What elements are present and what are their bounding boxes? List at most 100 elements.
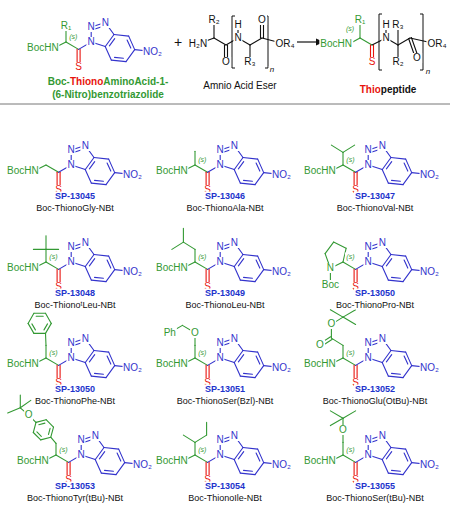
bond bbox=[255, 463, 264, 475]
bond bbox=[392, 470, 401, 472]
caption-part: peptide bbox=[381, 84, 417, 95]
compound-code: SP-13052 bbox=[354, 385, 396, 394]
atom-label: N bbox=[230, 431, 239, 441]
bond bbox=[85, 267, 91, 281]
atom-label: N bbox=[216, 353, 225, 363]
bond bbox=[382, 255, 391, 267]
bond bbox=[99, 452, 104, 459]
bond bbox=[404, 163, 408, 171]
atom-label: N bbox=[230, 334, 239, 344]
compound-code: SP-13049 bbox=[204, 289, 246, 298]
atom-label: N bbox=[67, 257, 76, 267]
bond bbox=[94, 255, 109, 257]
bond bbox=[388, 280, 403, 282]
atom-label: H₂N bbox=[188, 39, 208, 49]
atom-label: BocHN bbox=[303, 359, 337, 369]
bond bbox=[85, 158, 94, 170]
atom-label: O bbox=[257, 15, 267, 25]
bond bbox=[91, 280, 106, 282]
atom-label: N bbox=[233, 33, 242, 43]
atom-label: BocHN bbox=[303, 166, 337, 176]
bond bbox=[392, 373, 401, 375]
bond bbox=[256, 260, 260, 268]
bond bbox=[243, 351, 258, 353]
bond bbox=[244, 180, 253, 182]
atom-label: OR₄ bbox=[426, 39, 447, 49]
atom-label: NO₂ bbox=[122, 170, 143, 180]
bond bbox=[45, 333, 47, 345]
bond bbox=[95, 277, 104, 279]
bond bbox=[34, 333, 46, 334]
atom-label: BocHN bbox=[155, 359, 189, 369]
caption-line: Thiopeptide bbox=[360, 80, 417, 96]
atom-label: N bbox=[216, 145, 225, 155]
bond bbox=[45, 249, 46, 262]
atom-label: BocHN bbox=[319, 39, 353, 49]
bond bbox=[243, 255, 258, 257]
atom-label: N bbox=[216, 450, 225, 460]
bond bbox=[94, 158, 109, 160]
bond bbox=[20, 395, 21, 408]
bond bbox=[334, 242, 347, 248]
bond bbox=[195, 165, 208, 172]
compound-code: SP-13050 bbox=[54, 385, 96, 394]
bond bbox=[37, 432, 41, 436]
atom-label: NO₂ bbox=[132, 460, 153, 470]
bond bbox=[342, 442, 343, 455]
bond bbox=[55, 443, 56, 455]
bond bbox=[105, 35, 114, 47]
atom-label: S bbox=[368, 57, 377, 67]
bond bbox=[85, 363, 91, 377]
caption-part: Boc- bbox=[48, 76, 70, 87]
bond bbox=[119, 449, 125, 463]
bond bbox=[46, 313, 52, 323]
bond bbox=[243, 448, 258, 450]
bond bbox=[183, 242, 195, 249]
bond bbox=[392, 180, 401, 182]
atom-label: O bbox=[315, 340, 325, 350]
bond bbox=[382, 170, 388, 184]
atom-label: N bbox=[81, 141, 90, 151]
compound-code: SP-13050 bbox=[354, 289, 396, 298]
bond bbox=[343, 317, 356, 324]
bond bbox=[91, 183, 106, 185]
bond bbox=[234, 351, 243, 363]
atom-label: N bbox=[381, 33, 390, 43]
stereo-label: (s) bbox=[48, 252, 58, 259]
atom-label: BocHN bbox=[26, 43, 60, 53]
bond bbox=[234, 158, 243, 170]
bond bbox=[404, 356, 408, 364]
bond bbox=[89, 162, 94, 169]
bond bbox=[255, 270, 264, 282]
bond bbox=[406, 159, 412, 173]
atom-label: N bbox=[364, 160, 373, 170]
atom-label: R₁ bbox=[60, 21, 73, 31]
bond bbox=[382, 158, 391, 170]
bond bbox=[85, 351, 94, 363]
bond bbox=[104, 448, 119, 450]
bond bbox=[238, 355, 243, 362]
bond bbox=[238, 452, 243, 459]
atom-label: S bbox=[74, 62, 83, 72]
bond bbox=[391, 158, 406, 160]
atom-label: N bbox=[87, 22, 96, 32]
reagent-caption: Amnio Acid Eser bbox=[202, 81, 277, 91]
bond bbox=[195, 455, 208, 462]
stereo-label: (s) bbox=[345, 348, 355, 355]
bond bbox=[244, 373, 253, 375]
caption-part: (6-Nitro)benzotriazolide bbox=[52, 89, 164, 100]
atom-label: BocHN bbox=[303, 456, 337, 466]
bond bbox=[194, 442, 195, 455]
bond bbox=[107, 163, 111, 171]
bond bbox=[32, 324, 36, 330]
atom-label: Ph bbox=[163, 328, 177, 338]
atom-label: N bbox=[87, 37, 96, 47]
atom-label: N bbox=[364, 242, 373, 252]
atom-label: BocHN bbox=[16, 456, 50, 466]
bond bbox=[46, 165, 59, 172]
compound-name: Boc-ThionoIle-NBt bbox=[187, 494, 263, 503]
divider-line bbox=[0, 104, 450, 105]
bond bbox=[195, 435, 207, 442]
caption-line: (6-Nitro)benzotriazolide bbox=[52, 85, 164, 101]
